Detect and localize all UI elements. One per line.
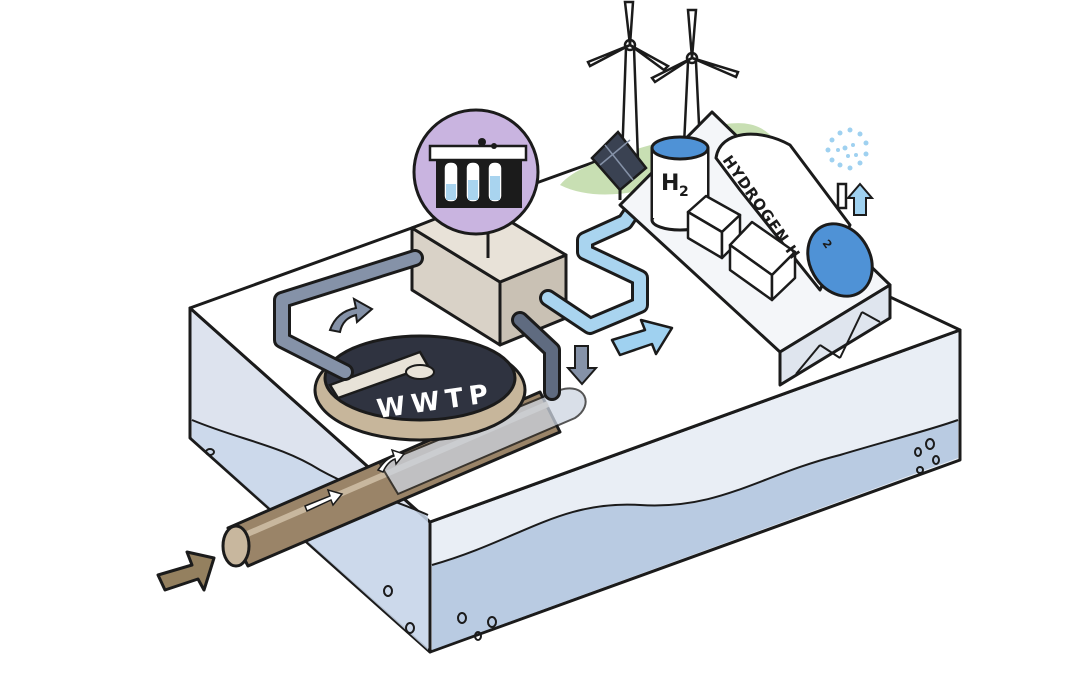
inflow-pipe-mouth: [223, 526, 249, 566]
inflow-arrow-icon: [158, 552, 214, 590]
vent: [838, 184, 872, 215]
h2-tank-label: H: [661, 171, 679, 196]
h2-tank-label-subscript: 2: [679, 184, 689, 200]
wwtp-center-hub: [406, 365, 434, 379]
up-arrow-icon: [848, 184, 872, 215]
wwtp-tank: WWTP: [315, 336, 525, 440]
h2-storage-top: [652, 137, 708, 159]
hydrogen-molecule-icon: [826, 128, 869, 171]
filter-lab-icon: [414, 110, 538, 234]
